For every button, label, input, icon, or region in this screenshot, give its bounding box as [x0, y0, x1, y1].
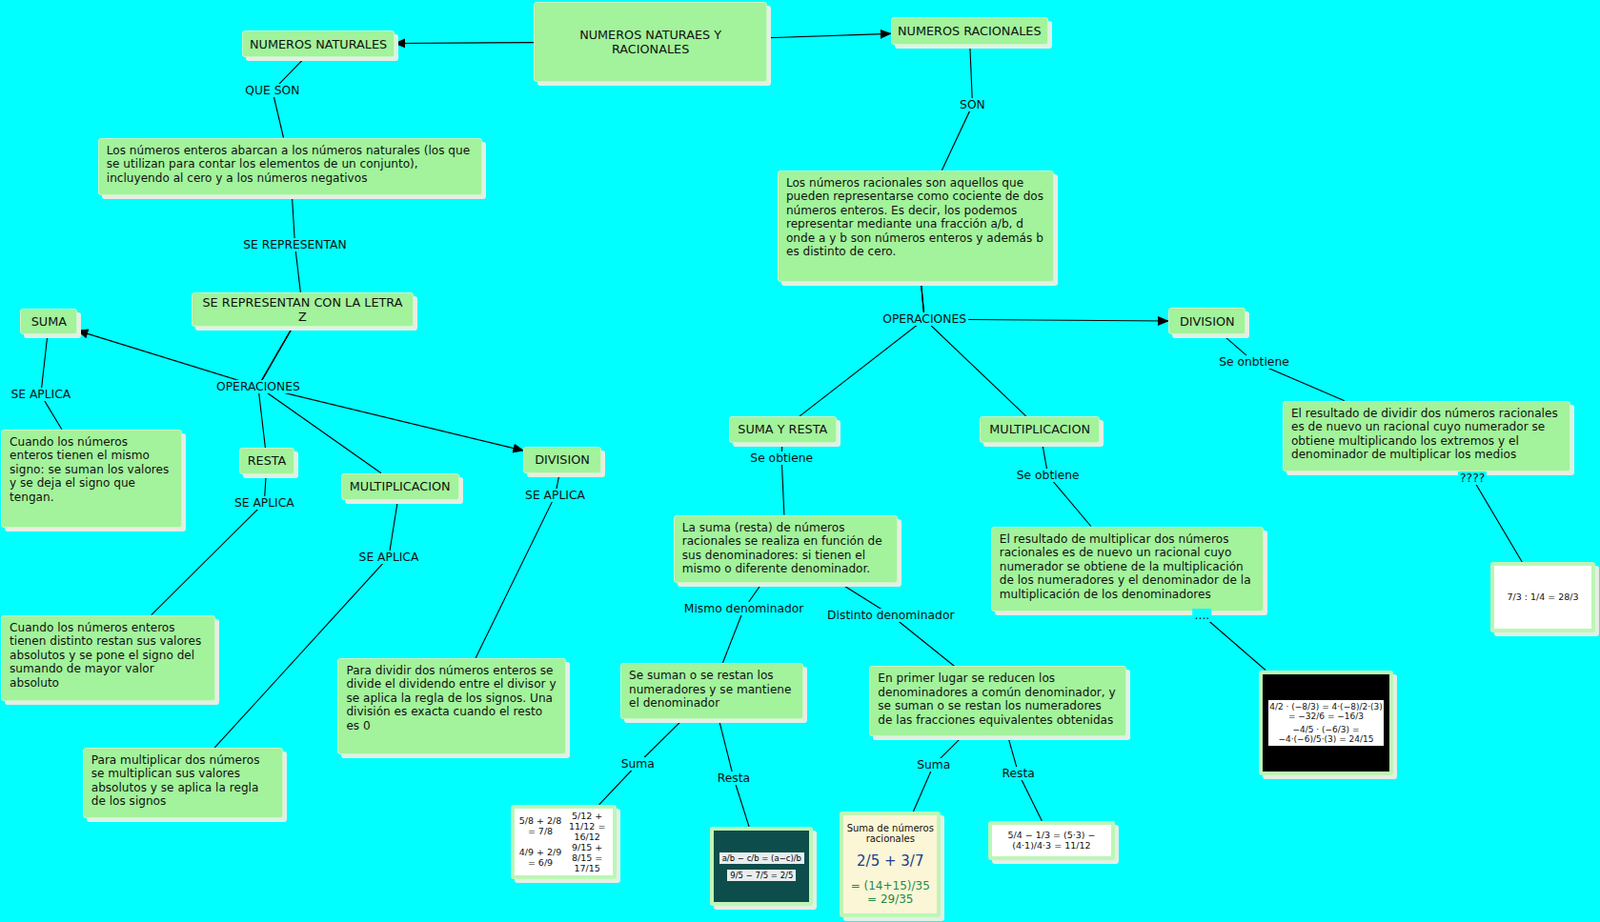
connector-line [77, 326, 293, 387]
concept-box: MULTIPLICACION [979, 416, 1100, 444]
concept-box: SE REPRESENTAN CON LA LETRA Z [191, 292, 413, 327]
concept-box: NUMEROS NATURALES [242, 30, 396, 58]
concept-box: En primer lugar se reducen los denominad… [869, 666, 1127, 737]
concept-box: MULTIPLICACION [341, 473, 460, 501]
edge-label: Suma [619, 757, 657, 771]
edge-label: OPERACIONES [880, 312, 969, 326]
concept-box: El resultado de dividir dos números raci… [1282, 401, 1571, 472]
node-text: Para dividir dos números enteros se divi… [345, 664, 558, 734]
formula-image: 7/3 : 1/4 = 28/3 [1490, 562, 1595, 633]
edge-label: SE APLICA [357, 550, 422, 565]
formula-text: = (14+15)/35 = 29/35 [846, 879, 934, 907]
concept-box: DIVISION [523, 446, 601, 474]
formula-text: 9/5 − 7/5 = 2/5 [727, 870, 796, 882]
formula-text: 4/9 + 2/9 = 6/9 [516, 847, 564, 869]
node-text: MULTIPLICACION [989, 422, 1091, 437]
edge-label: Se obtiene [748, 451, 815, 466]
node-text: Los números racionales son aquellos que … [786, 176, 1046, 260]
connector-line [1042, 443, 1092, 527]
connector-line [722, 584, 762, 665]
connector-line [920, 282, 1026, 417]
edge-label: Distinto denominador [825, 608, 956, 623]
concept-box: La suma (resta) de números racionales se… [673, 515, 899, 585]
formula-text: 5/12 + 11/12 = 16/12 [564, 810, 611, 843]
node-text: Los números enteros abarcan a los número… [106, 143, 475, 186]
edge-label: SE APLICA [8, 387, 73, 402]
node-text: El resultado de dividir dos números raci… [1291, 406, 1562, 463]
node-text: RESTA [247, 453, 287, 468]
node-text: SE REPRESENTAN CON LA LETRA Z [198, 295, 406, 325]
edge-label: OPERACIONES [214, 380, 303, 394]
concept-box: NUMEROS NATURAES Y RACIONALES [533, 1, 768, 82]
node-text: El resultado de multiplicar dos números … [999, 532, 1256, 603]
connector-line [799, 282, 925, 417]
concept-box: SUMA [20, 308, 78, 335]
concept-box: Se suman o se restan los numeradores y s… [620, 663, 804, 720]
formula-image: Suma de números racionales 2/5 + 3/7 = (14… [839, 811, 941, 917]
concept-box: Cuando los números enteros tienen distin… [0, 615, 216, 702]
edge-label: .... [1193, 608, 1213, 623]
node-text: Cuando los números enteros tienen distin… [9, 621, 207, 691]
formula-image: 4/2 · (−8/3) = 4·(−8)/2·(3) = −32/6 = −1… [1258, 670, 1393, 776]
concept-box: Para dividir dos números enteros se divi… [337, 658, 567, 756]
edge-label: Resta [715, 771, 752, 786]
connector-line [394, 41, 534, 44]
edge-label: Se obtiene [1014, 468, 1082, 483]
node-text: NUMEROS NATURALES [249, 37, 387, 52]
concept-box: SUMA Y RESTA [729, 416, 838, 444]
connector-line [767, 33, 892, 38]
concept-box: Los números racionales son aquellos que … [777, 170, 1054, 283]
edge-label: SE APLICA [523, 488, 588, 503]
formula-image: 5/8 + 2/8 = 7/85/12 + 11/12 = 16/124/9 +… [510, 805, 616, 880]
node-text: NUMEROS NATURAES Y RACIONALES [540, 27, 761, 57]
formula-text: −4/5 · (−6/3) = −4·(−6)/5·(3) = 24/15 [1268, 723, 1383, 747]
concept-box: El resultado de multiplicar dos números … [991, 526, 1264, 613]
concept-box: NUMEROS RACIONALES [891, 17, 1049, 45]
concept-box: Para multiplicar dos números se multipli… [82, 748, 284, 819]
formula-text: 7/3 : 1/4 = 28/3 [1506, 591, 1579, 603]
concept-box: Cuando los números enteros tienen el mis… [0, 429, 183, 528]
edge-label: Resta [999, 767, 1036, 781]
connector-line [599, 719, 684, 806]
edge-label: SE REPRESENTAN [241, 238, 348, 252]
formula-text: 9/15 + 8/15 = 17/15 [564, 842, 611, 874]
node-text: MULTIPLICACION [349, 479, 451, 494]
connector-line [840, 584, 955, 668]
node-text: Cuando los números enteros tienen el mis… [9, 435, 174, 506]
edge-label: Mismo denominador [682, 602, 807, 616]
edge-label: ???? [1458, 471, 1487, 486]
concept-box: Los números enteros abarcan a los número… [98, 138, 484, 196]
edge-label: Se onbtiene [1216, 355, 1292, 369]
node-text: Se suman o se restan los numeradores y s… [628, 668, 795, 711]
connector-line [40, 334, 62, 430]
node-text: SUMA [31, 314, 67, 329]
edge-label: Suma [914, 758, 952, 772]
formula-text: 2/5 + 3/7 [856, 852, 924, 871]
formula-text: 5/8 + 2/8 = 7/8 [516, 815, 564, 837]
formula-text: Suma de números racionales [846, 823, 934, 845]
formula-text: a/b − c/b = (a−c)/b [719, 852, 805, 865]
formula-image: 5/4 − 1/3 = (5·3) − (4·1)/4·3 = 11/12 [988, 821, 1116, 861]
formula-text: 4/2 · (−8/3) = 4·(−8)/2·(3) = −32/6 = −1… [1268, 700, 1383, 724]
edge-label: SON [957, 98, 988, 112]
node-text: DIVISION [534, 452, 590, 467]
node-text: NUMEROS RACIONALES [897, 23, 1042, 39]
node-text: Para multiplicar dos números se multipli… [91, 753, 275, 810]
node-text: En primer lugar se reducen los denominad… [877, 671, 1118, 728]
formula-image: a/b − c/b = (a−c)/b 9/5 − 7/5 = 2/5 [709, 827, 813, 906]
node-text: La suma (resta) de números racionales se… [682, 521, 891, 577]
concept-box: RESTA [239, 447, 296, 475]
concept-box: DIVISION [1168, 307, 1246, 335]
formula-text: 5/4 − 1/3 = (5·3) − (4·1)/4·3 = 11/12 [993, 830, 1111, 851]
edge-label: SE APLICA [232, 496, 297, 510]
edge-label: QUE SON [243, 83, 302, 98]
node-text: SUMA Y RESTA [737, 422, 828, 437]
connector-line [912, 736, 963, 812]
node-text: DIVISION [1179, 314, 1236, 329]
